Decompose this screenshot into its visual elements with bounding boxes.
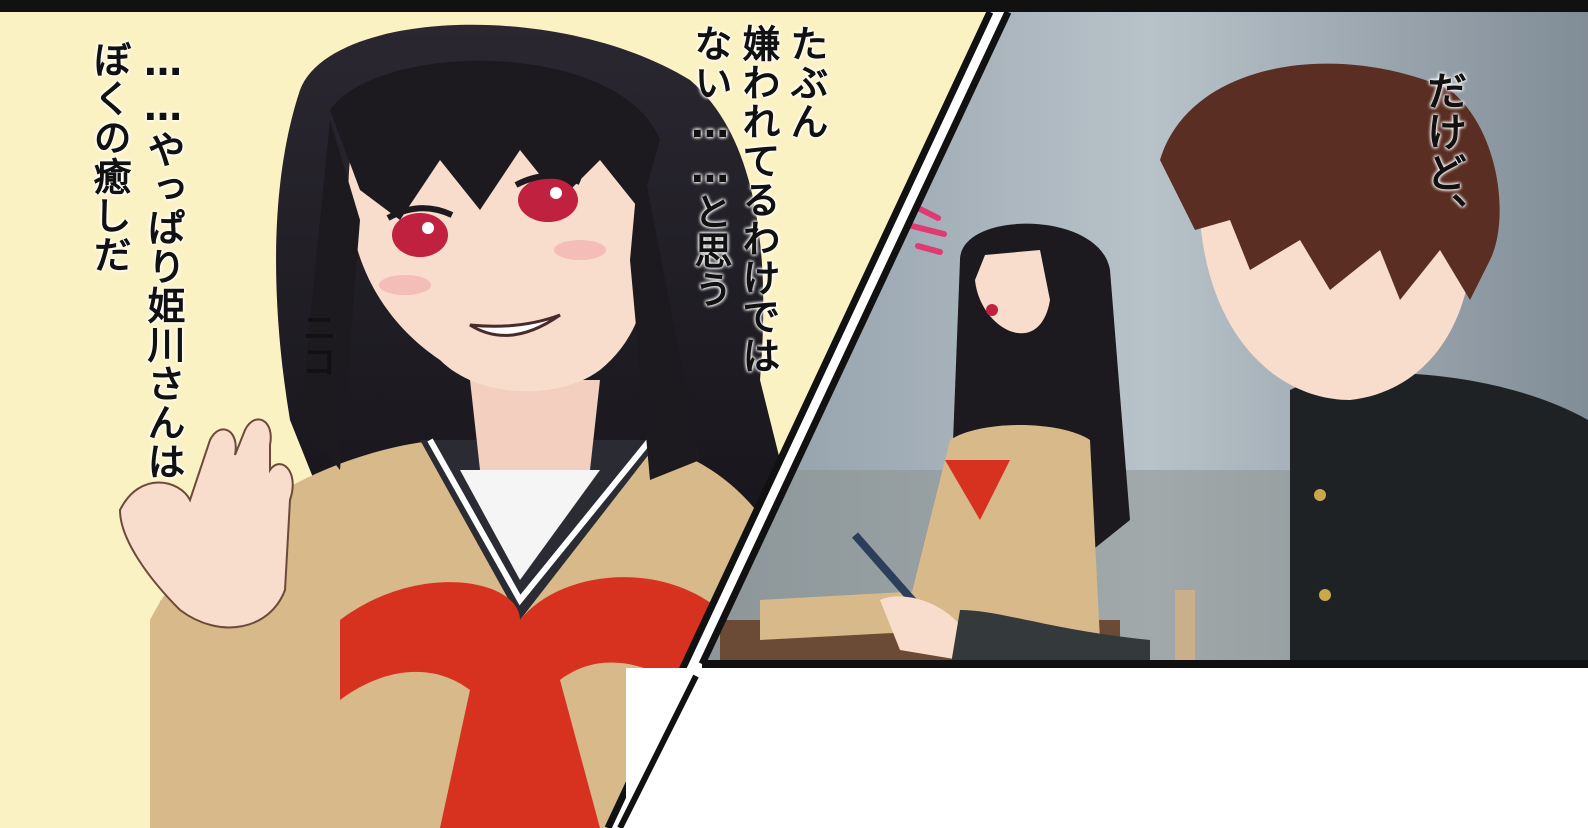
dialogue-bubble-healing: ……やっぱり姫川さんは ぼくの癒しだ [87,40,185,481]
dialogue-bubble-not-hated: たぶん 嫌われてるわけでは ない……と思う [688,24,828,375]
dialogue-bubble-but: だけど、 [1420,70,1466,234]
top-border [0,0,1588,12]
sfx-smile: ニコ [296,310,336,378]
